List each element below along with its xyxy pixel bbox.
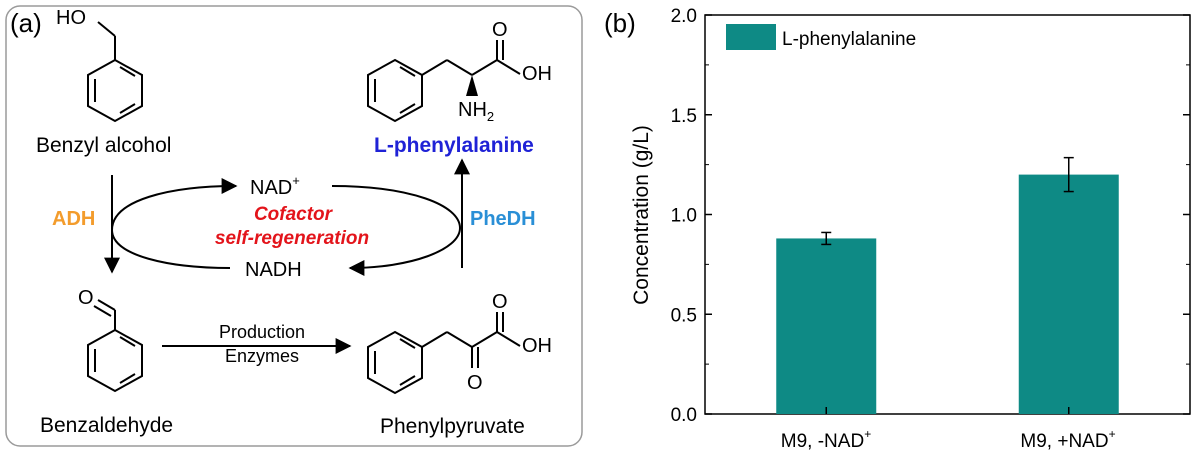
l-phenylalanine-structure: [367, 40, 521, 123]
cofactor-cycle-lower: [111, 229, 231, 269]
y-axis-title: Concentration (g/L): [630, 125, 653, 305]
y-tick-label: 2.0: [671, 6, 697, 27]
panel-a-label: (a): [10, 8, 42, 38]
bar: [1018, 174, 1119, 414]
production-label-line2: Enzymes: [225, 346, 299, 366]
phenylpyruvate-label: Phenylpyruvate: [380, 415, 525, 438]
l-phenylalanine-oh: OH: [522, 63, 552, 85]
adh-label: ADH: [52, 208, 95, 230]
phenylpyruvate-o-bottom: O: [467, 372, 483, 394]
legend-swatch: [726, 24, 776, 50]
phenylpyruvate-structure: [367, 312, 521, 395]
l-phenylalanine-nh2: NH2: [458, 99, 494, 124]
panel-b: (b) 0.00.51.01.52.0 Concentration (g/L) …: [604, 6, 1191, 452]
x-tick-label-m9-plus-nad: M9, +NAD+: [1020, 427, 1115, 452]
nad-plus-label: NAD+: [250, 173, 300, 199]
panel-b-label: (b): [604, 8, 636, 38]
l-phenylalanine-o: O: [492, 19, 508, 41]
chart-plot: 0.0 0.5 1.0 1.5 2.0: [671, 6, 1191, 426]
benzaldehyde-label: Benzaldehyde: [40, 414, 173, 437]
cofactor-label-line2: self-regeneration: [215, 228, 369, 249]
y-tick-label: 1.5: [671, 106, 697, 127]
x-tick-label-m9-minus-nad: M9, -NAD+: [781, 427, 871, 452]
benzyl-alcohol-label: Benzyl alcohol: [36, 134, 171, 157]
y-tick-label: 1.0: [671, 206, 697, 227]
benzyl-alcohol-structure: [87, 21, 143, 123]
benzaldehyde-structure: [87, 299, 143, 393]
l-phenylalanine-wedge: [466, 75, 478, 96]
benzyl-alcohol-ho: HO: [56, 7, 86, 29]
phedh-label: PheDH: [470, 208, 536, 230]
nadh-label: NADH: [245, 259, 302, 281]
panel-a: (a) HO Benzyl alcohol ADH NAD+ NADH Cofa…: [5, 5, 583, 447]
l-phenylalanine-label: L-phenylalanine: [374, 134, 534, 157]
phenylpyruvate-oh: OH: [522, 335, 552, 357]
phenylpyruvate-o-top: O: [492, 291, 508, 313]
cofactor-cycle-upper: [111, 178, 238, 231]
benzaldehyde-o: O: [78, 287, 94, 309]
y-tick-label: 0.5: [671, 305, 697, 326]
y-tick-label: 0.0: [671, 405, 697, 426]
production-label-line1: Production: [219, 322, 305, 342]
legend-label: L-phenylalanine: [782, 29, 916, 50]
bar: [776, 238, 877, 414]
panel-a-frame: [5, 5, 583, 447]
cofactor-label-line1: Cofactor: [254, 204, 334, 225]
cofactor-cycle-right: [331, 185, 462, 276]
